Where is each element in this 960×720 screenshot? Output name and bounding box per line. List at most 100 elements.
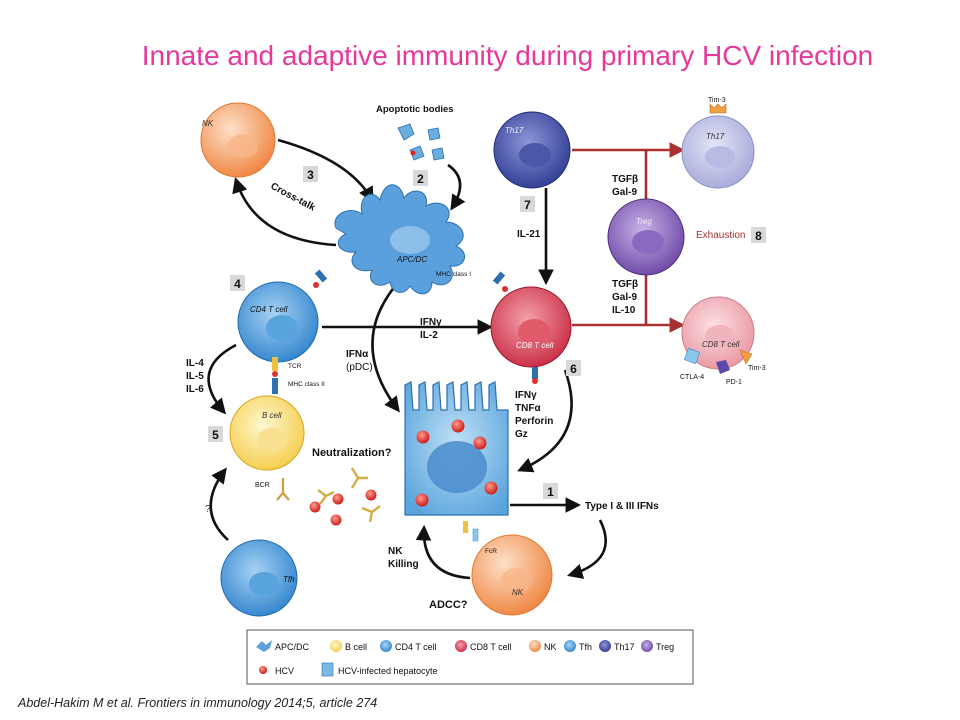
legend-tfh-icon [564,640,576,652]
apoptotic-bodies [397,123,445,161]
hepatocyte-nucleus [427,441,487,493]
treg-nucleus [632,230,664,254]
fcr-label: FcR [485,548,497,555]
gal9-label-2: Gal-9 [612,292,637,303]
interaction-arrows [207,138,607,580]
exhaustion-label: Exhaustion [696,230,745,241]
nk-cell-top-label: NK [202,119,214,128]
ctla4-receptor [683,347,701,365]
legend-cd4-label: CD4 T cell [395,642,437,652]
hcv-particle [330,514,342,526]
hcv-particle [451,419,465,433]
tim3-receptor-top [709,103,727,114]
th17-exhausted-label: Th17 [706,132,725,141]
step-3-label: 3 [307,168,314,182]
b-cell-label: B cell [262,411,282,420]
hcv-particle [365,489,377,501]
legend-b-cell-icon [330,640,342,652]
cd4-label: CD4 T cell [250,305,288,314]
nk-nucleus-bottom [501,568,533,592]
ifng-label-right: IFNγ [515,390,537,401]
arrow-cd8-to-hepatocyte [517,369,573,473]
tnfa-label: TNFα [515,403,541,414]
adcc-label: ADCC? [429,599,468,611]
pd1-label: PD-1 [726,379,742,386]
pdc-label: (pDC) [346,362,373,373]
legend: APC/DC B cell CD4 T cell CD8 T cell NK T… [246,629,694,685]
ctla4-label: CTLA-4 [680,374,704,381]
slide-title: Innate and adaptive immunity during prim… [141,40,874,71]
tgfb-label-1: TGFβ [612,174,638,185]
step-1-label: 1 [547,485,554,499]
gz-label: Gz [515,429,528,440]
nk-killing-label-2: Killing [388,559,419,570]
arrow-tfh-to-b-cell [209,467,229,541]
th17-nucleus [519,143,551,167]
neutralization-label: Neutralization? [312,447,392,459]
il10-label: IL-10 [612,305,636,316]
th17-label: Th17 [505,126,524,135]
step-1-box [543,483,558,499]
hcv-particles [309,419,498,526]
citation: Abdel-Hakim M et al. Frontiers in immuno… [18,696,378,710]
tgfb-label-2: TGFβ [612,279,638,290]
step-4-box [230,275,245,291]
tcr-label: TCR [288,363,302,370]
arrow-apc-to-nk [232,177,337,247]
th17-exhausted-nucleus [705,146,735,168]
legend-tfh-label: Tfh [579,642,592,652]
step-6-box [566,360,581,376]
legend-hcv-label: HCV [275,666,294,676]
il6-label: IL-6 [186,384,204,395]
gal9-label-1: Gal-9 [612,187,637,198]
tfh-label: Tfh [283,575,295,584]
step-5-box [208,426,223,442]
legend-cd8-label: CD8 T cell [470,642,512,652]
apoptotic-bodies-label: Apoptotic bodies [376,104,454,115]
fcr-receptor [472,528,479,542]
legend-cd8-icon [455,640,467,652]
cd8-exhausted-label: CD8 T cell [702,340,740,349]
hcv-particle [473,436,487,450]
step-8-label: 8 [755,229,762,243]
hcv-particle [484,481,498,495]
treg-label: Treg [636,217,652,226]
step-8-box [751,227,766,243]
cd8-exhausted-nucleus [705,325,735,347]
step-2-box [413,170,428,186]
ifna-label: IFNα [346,349,369,360]
legend-nk-icon [529,640,541,652]
antibodies [317,467,381,523]
step-3-box [303,166,318,182]
mhc1-label: MHC class I [436,271,471,278]
step-6-label: 6 [570,362,577,376]
receptor-pairs [272,269,538,533]
tim3-bottom-label: Tim-3 [748,365,766,372]
cd8-nucleus [518,319,550,345]
legend-hepatocyte-icon [321,662,334,677]
hcv-particle [415,493,429,507]
nk-nucleus-top [228,134,258,158]
step-5-label: 5 [212,428,219,442]
b-cell-nucleus [257,428,287,452]
legend-box [246,629,694,685]
cd4-nucleus [266,315,298,341]
perforin-label: Perforin [515,416,553,427]
bcr-label: BCR [255,482,270,489]
ifng-label-center: IFNγ [420,317,442,328]
legend-b-cell-label: B cell [345,642,367,652]
legend-cd4-icon [380,640,392,652]
nk-killing-label-1: NK [388,546,403,557]
arrow-nk-to-apc [277,138,374,203]
arrow-nk-to-hepatocyte [415,524,471,580]
apc-nucleus [390,226,430,254]
nk-cell-bottom-label: NK [512,588,524,597]
hcv-particle [416,430,430,444]
legend-th17-label: Th17 [614,642,635,652]
legend-nk-label: NK [544,642,557,652]
tfh-nucleus [249,572,279,596]
tim3-receptor-bottom [739,349,753,365]
pd1-receptor [716,360,730,374]
il2-label: IL-2 [420,330,438,341]
